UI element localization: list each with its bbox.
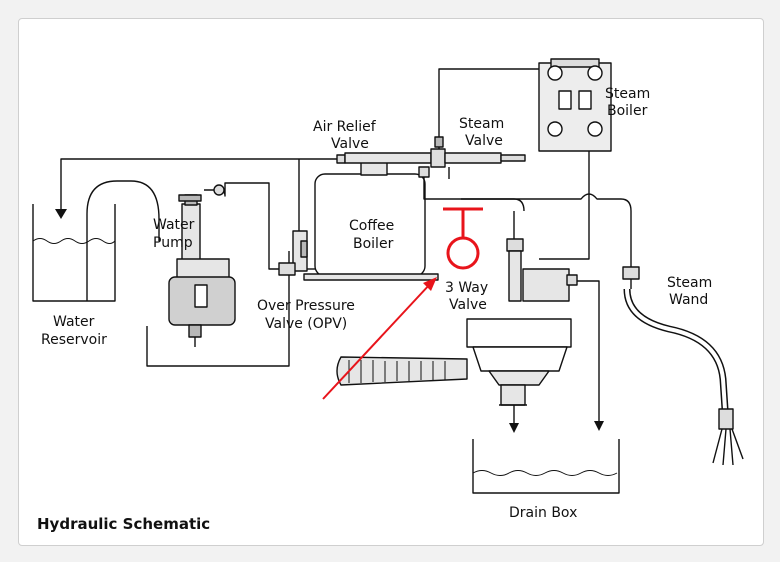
steam-wand — [622, 266, 744, 466]
label-steam-valve-2: Valve — [465, 133, 503, 149]
label-steam-valve-1: Steam — [459, 116, 504, 132]
label-water-reservoir-1: Water — [53, 314, 95, 330]
label-steam-wand-1: Steam — [667, 275, 712, 291]
label-three-way-1: 3 Way — [445, 280, 488, 296]
label-coffee-boiler-1: Coffee — [349, 218, 394, 234]
diagram-frame: Water Reservoir Water Pump Over Pressure… — [18, 18, 764, 546]
label-steam-boiler-1: Steam — [605, 86, 650, 102]
label-air-relief-2: Valve — [331, 136, 369, 152]
label-steam-boiler-2: Boiler — [607, 103, 648, 119]
water-pump — [130, 180, 281, 347]
three-way-valve — [506, 211, 604, 431]
label-water-pump-2: Pump — [153, 235, 193, 251]
label-opv-1: Over Pressure — [257, 298, 355, 314]
label-opv-2: Valve (OPV) — [265, 316, 347, 332]
label-drain-box: Drain Box — [509, 505, 577, 521]
label-water-pump-1: Water — [153, 217, 195, 233]
label-coffee-boiler-2: Boiler — [353, 236, 394, 252]
label-steam-wand-2: Wand — [669, 292, 708, 308]
water-reservoir — [32, 180, 290, 367]
diagram-title: Hydraulic Schematic — [37, 515, 210, 533]
label-water-reservoir-2: Reservoir — [41, 332, 107, 348]
brew-group — [336, 318, 572, 433]
three-way-valve-highlight — [322, 207, 483, 400]
over-pressure-valve — [278, 159, 315, 276]
air-relief-valve — [336, 68, 605, 212]
return-line-reservoir — [60, 158, 337, 215]
hydraulic-diagram: Water Reservoir Water Pump Over Pressure… — [32, 58, 744, 533]
label-air-relief-1: Air Relief — [313, 119, 377, 135]
drain-box — [472, 439, 620, 494]
arrow-head-icon — [55, 209, 67, 219]
steam-boiler — [461, 58, 632, 267]
label-three-way-2: Valve — [449, 297, 487, 313]
